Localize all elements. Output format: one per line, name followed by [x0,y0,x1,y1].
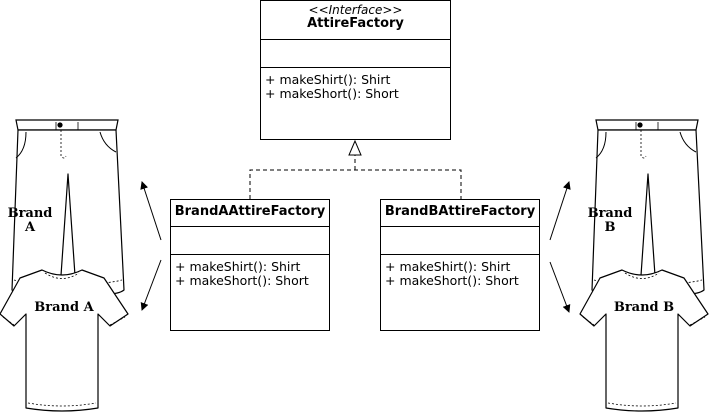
brand-b-factory-class: BrandBAttireFactory + makeShirt(): Shirt… [380,199,540,331]
realization-connector-lines [249,169,462,199]
interface-header: <<Interface>> AttireFactory [261,1,450,40]
interface-stereotype: <<Interface>> [308,3,403,17]
interface-name: AttireFactory [307,16,404,31]
realization-arrowhead [348,139,362,156]
interface-operations: + makeShirt(): Shirt + makeShort(): Shor… [261,68,450,101]
operation-make-shirt: + makeShirt(): Shirt [385,259,511,274]
brand-a-shorts-label: Brand A [7,206,53,235]
brand-a-shirt-icon [0,269,129,412]
arrow-brand-b-to-shorts [549,181,571,241]
brand-a-shirt-label: Brand A [34,300,94,315]
class-name: BrandAAttireFactory [174,204,326,219]
brand-b-shorts-label: Brand B [587,206,633,235]
brand-b-shirt-label: Brand B [613,300,675,315]
arrow-brand-a-to-shirt [140,259,162,311]
class-operations: + makeShirt(): Shirt + makeShort(): Shor… [381,255,539,288]
class-header: BrandAAttireFactory [171,200,329,227]
operation-make-shirt: + makeShirt(): Shirt [265,72,391,87]
interface-attributes [261,40,450,68]
class-name: BrandBAttireFactory [384,204,536,219]
operation-make-shirt: + makeShirt(): Shirt [175,259,301,274]
arrow-brand-b-to-shirt [549,261,571,313]
class-attributes [171,227,329,255]
class-attributes [381,227,539,255]
brand-a-factory-class: BrandAAttireFactory + makeShirt(): Shirt… [170,199,330,331]
operation-make-short: + makeShort(): Short [385,273,519,288]
arrow-brand-a-to-shorts [140,181,162,241]
operation-make-short: + makeShort(): Short [175,273,309,288]
brand-b-shirt-icon [579,269,709,412]
operation-make-short: + makeShort(): Short [265,86,399,101]
class-header: BrandBAttireFactory [381,200,539,227]
class-operations: + makeShirt(): Shirt + makeShort(): Shor… [171,255,329,288]
attire-factory-interface: <<Interface>> AttireFactory + makeShirt(… [260,0,451,140]
